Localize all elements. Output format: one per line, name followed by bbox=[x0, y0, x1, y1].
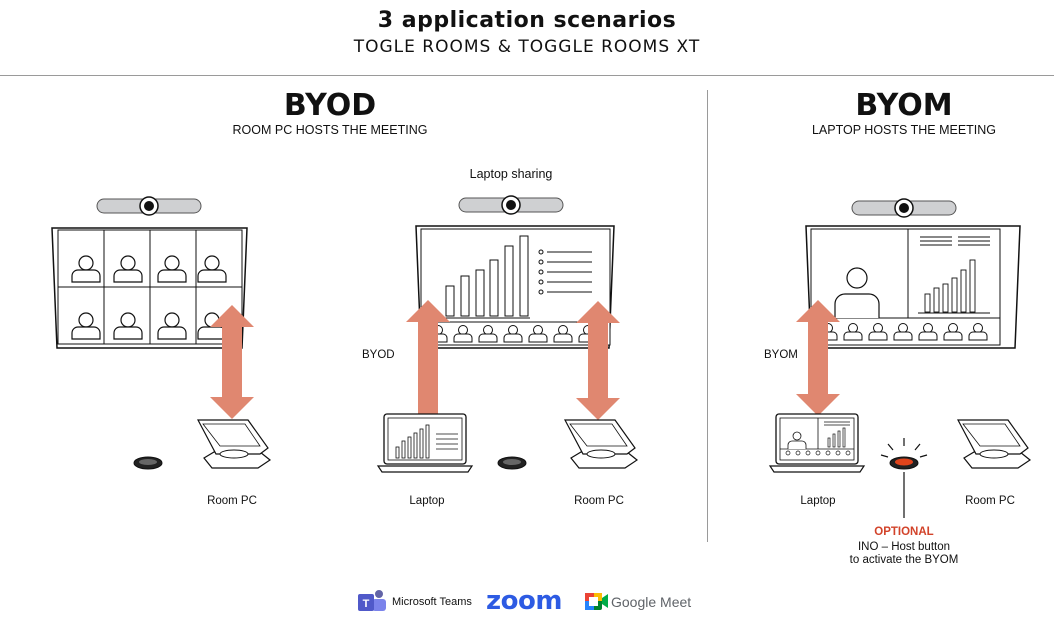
double-arrow-2 bbox=[576, 301, 620, 420]
room-display-1 bbox=[51, 227, 248, 349]
google-meet-label: Google Meet bbox=[611, 594, 692, 610]
svg-text:T: T bbox=[363, 598, 370, 610]
speaker-puck-2 bbox=[497, 456, 527, 470]
byom-title: BYOM bbox=[855, 88, 953, 123]
room-display-2 bbox=[415, 225, 615, 349]
teams-logo-icon: T bbox=[358, 590, 386, 611]
camera-bar-2 bbox=[458, 195, 564, 215]
byod-subtitle: ROOM PC HOSTS THE MEETING bbox=[232, 123, 428, 137]
teams-label: Microsoft Teams bbox=[392, 596, 472, 608]
room-pc-icon-2 bbox=[564, 419, 638, 469]
room-pc-label-1: Room PC bbox=[207, 495, 257, 507]
room-pc-label-3: Room PC bbox=[965, 495, 1015, 507]
room-pc-icon-3 bbox=[957, 419, 1031, 469]
laptop-icon-2 bbox=[768, 413, 866, 473]
double-arrow-1 bbox=[210, 305, 254, 419]
laptop-icon-1 bbox=[376, 413, 474, 473]
room-pc-label-2: Room PC bbox=[574, 495, 624, 507]
zoom-logo: zoom bbox=[486, 586, 562, 616]
google-meet-logo-icon bbox=[585, 593, 608, 610]
byom-subtitle: LAPTOP HOSTS THE MEETING bbox=[811, 123, 997, 137]
laptop-sharing-label: Laptop sharing bbox=[469, 167, 553, 181]
optional-line-1: INO – Host button bbox=[857, 541, 951, 553]
laptop-label-1: Laptop bbox=[409, 495, 445, 507]
speaker-puck-1 bbox=[133, 456, 163, 470]
byod-arrow-label: BYOD bbox=[362, 349, 395, 361]
room-display-3 bbox=[805, 225, 1021, 349]
header-divider bbox=[0, 75, 1054, 76]
page-subtitle: TOGLE ROOMS & TOGGLE ROOMS XT bbox=[353, 37, 701, 57]
byom-arrow-label: BYOM bbox=[764, 349, 798, 361]
camera-bar-3 bbox=[851, 198, 957, 218]
section-divider bbox=[707, 90, 708, 542]
room-pc-icon-1 bbox=[197, 419, 271, 469]
laptop-label-2: Laptop bbox=[800, 495, 836, 507]
up-arrow-laptop bbox=[406, 300, 450, 414]
page-title: 3 application scenarios bbox=[377, 8, 677, 33]
byod-title: BYOD bbox=[283, 88, 377, 123]
optional-label: OPTIONAL bbox=[874, 526, 934, 538]
optional-line-2: to activate the BYOM bbox=[849, 554, 959, 566]
host-button-icon bbox=[880, 438, 928, 518]
camera-bar-1 bbox=[96, 196, 202, 216]
double-arrow-3 bbox=[796, 300, 840, 416]
